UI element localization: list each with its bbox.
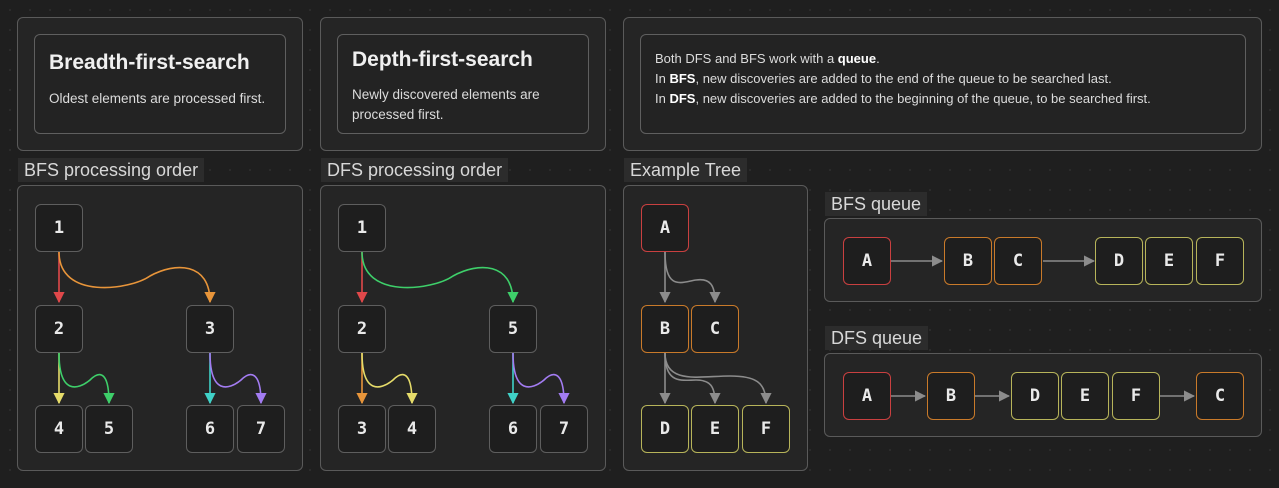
edge-3-7 bbox=[209, 352, 267, 405]
edge-b-f bbox=[664, 352, 772, 405]
bfs-queue-item: C bbox=[994, 237, 1042, 285]
tree-node-f: F bbox=[742, 405, 790, 453]
dfs-order-node: 3 bbox=[338, 405, 386, 453]
edge-2-5 bbox=[58, 352, 115, 405]
info-line-1: Both DFS and BFS work with a queue. bbox=[655, 49, 1245, 69]
edge-5-7 bbox=[512, 352, 570, 405]
dfs-queue-item: D bbox=[1011, 372, 1059, 420]
bfs-order-node: 2 bbox=[35, 305, 83, 353]
dfs-order-node: 7 bbox=[540, 405, 588, 453]
tree-node-c: C bbox=[691, 305, 739, 353]
tree-node-b: B bbox=[641, 305, 689, 353]
dfs-order-node: 1 bbox=[338, 204, 386, 252]
edge-1-3 bbox=[58, 251, 216, 304]
dfs-card-description: Newly discovered elements are processed … bbox=[352, 85, 540, 125]
dfs-definition-group: Depth-first-search Newly discovered elem… bbox=[320, 17, 606, 151]
edge-b-e bbox=[664, 352, 721, 405]
bfs-order-node: 6 bbox=[186, 405, 234, 453]
bfs-queue-item: F bbox=[1196, 237, 1244, 285]
dfs-order-node: 2 bbox=[338, 305, 386, 353]
bfs-queue-item: D bbox=[1095, 237, 1143, 285]
info-line-3-bold: DFS bbox=[669, 91, 696, 106]
example-tree-edges bbox=[659, 251, 772, 405]
info-line-3-suffix: , new discoveries are added to the begin… bbox=[695, 91, 1151, 106]
info-line-1-text: Both DFS and BFS work with a bbox=[655, 51, 838, 66]
info-line-1-bold: queue bbox=[837, 51, 877, 66]
edge-a-c bbox=[664, 251, 721, 304]
dfs-definition-card: Depth-first-search Newly discovered elem… bbox=[337, 34, 589, 134]
dfs-queue-label: DFS queue bbox=[825, 326, 929, 350]
bfs-definition-card: Breadth-first-search Oldest elements are… bbox=[34, 34, 286, 134]
dfs-card-description-line1: Newly discovered elements are bbox=[352, 87, 540, 102]
bfs-order-node: 7 bbox=[237, 405, 285, 453]
dfs-order-node: 4 bbox=[388, 405, 436, 453]
info-line-2-suffix: , new discoveries are added to the end o… bbox=[695, 71, 1112, 86]
info-line-1-suffix: . bbox=[876, 51, 880, 66]
dfs-queue-item: B bbox=[927, 372, 975, 420]
dfs-order-node: 5 bbox=[489, 305, 537, 353]
bfs-order-node: 1 bbox=[35, 204, 83, 252]
tree-node-a: A bbox=[641, 204, 689, 252]
info-card: Both DFS and BFS work with a queue. In B… bbox=[640, 34, 1246, 134]
dfs-queue-item: C bbox=[1196, 372, 1244, 420]
bfs-order-label: BFS processing order bbox=[18, 158, 205, 182]
example-tree-label: Example Tree bbox=[624, 158, 748, 182]
info-line-3: In DFS, new discoveries are added to the… bbox=[655, 89, 1245, 109]
tree-node-e: E bbox=[691, 405, 739, 453]
info-group: Both DFS and BFS work with a queue. In B… bbox=[623, 17, 1262, 151]
info-line-2: In BFS, new discoveries are added to the… bbox=[655, 69, 1245, 89]
dfs-queue-item: E bbox=[1061, 372, 1109, 420]
dfs-order-label: DFS processing order bbox=[321, 158, 509, 182]
dfs-card-title: Depth-first-search bbox=[352, 48, 533, 71]
dfs-order-edges bbox=[356, 251, 570, 405]
info-line-2-bold: BFS bbox=[669, 71, 696, 86]
dfs-queue-item: A bbox=[843, 372, 891, 420]
edge-2-4 bbox=[361, 352, 418, 405]
tree-node-d: D bbox=[641, 405, 689, 453]
info-line-3-text: In bbox=[655, 91, 670, 106]
bfs-order-node: 3 bbox=[186, 305, 234, 353]
dfs-order-node: 6 bbox=[489, 405, 537, 453]
dfs-card-description-line2: processed first. bbox=[352, 107, 444, 122]
info-line-2-text: In bbox=[655, 71, 670, 86]
dfs-queue-item: F bbox=[1112, 372, 1160, 420]
bfs-order-edges bbox=[53, 251, 267, 405]
bfs-card-description: Oldest elements are processed first. bbox=[49, 91, 266, 106]
bfs-queue-item: A bbox=[843, 237, 891, 285]
bfs-card-title: Breadth-first-search bbox=[49, 51, 250, 74]
bfs-order-node: 4 bbox=[35, 405, 83, 453]
bfs-queue-item: B bbox=[944, 237, 992, 285]
bfs-order-node: 5 bbox=[85, 405, 133, 453]
edge-1-5 bbox=[361, 251, 519, 304]
bfs-definition-group: Breadth-first-search Oldest elements are… bbox=[17, 17, 303, 151]
bfs-queue-label: BFS queue bbox=[825, 192, 928, 216]
bfs-queue-item: E bbox=[1145, 237, 1193, 285]
